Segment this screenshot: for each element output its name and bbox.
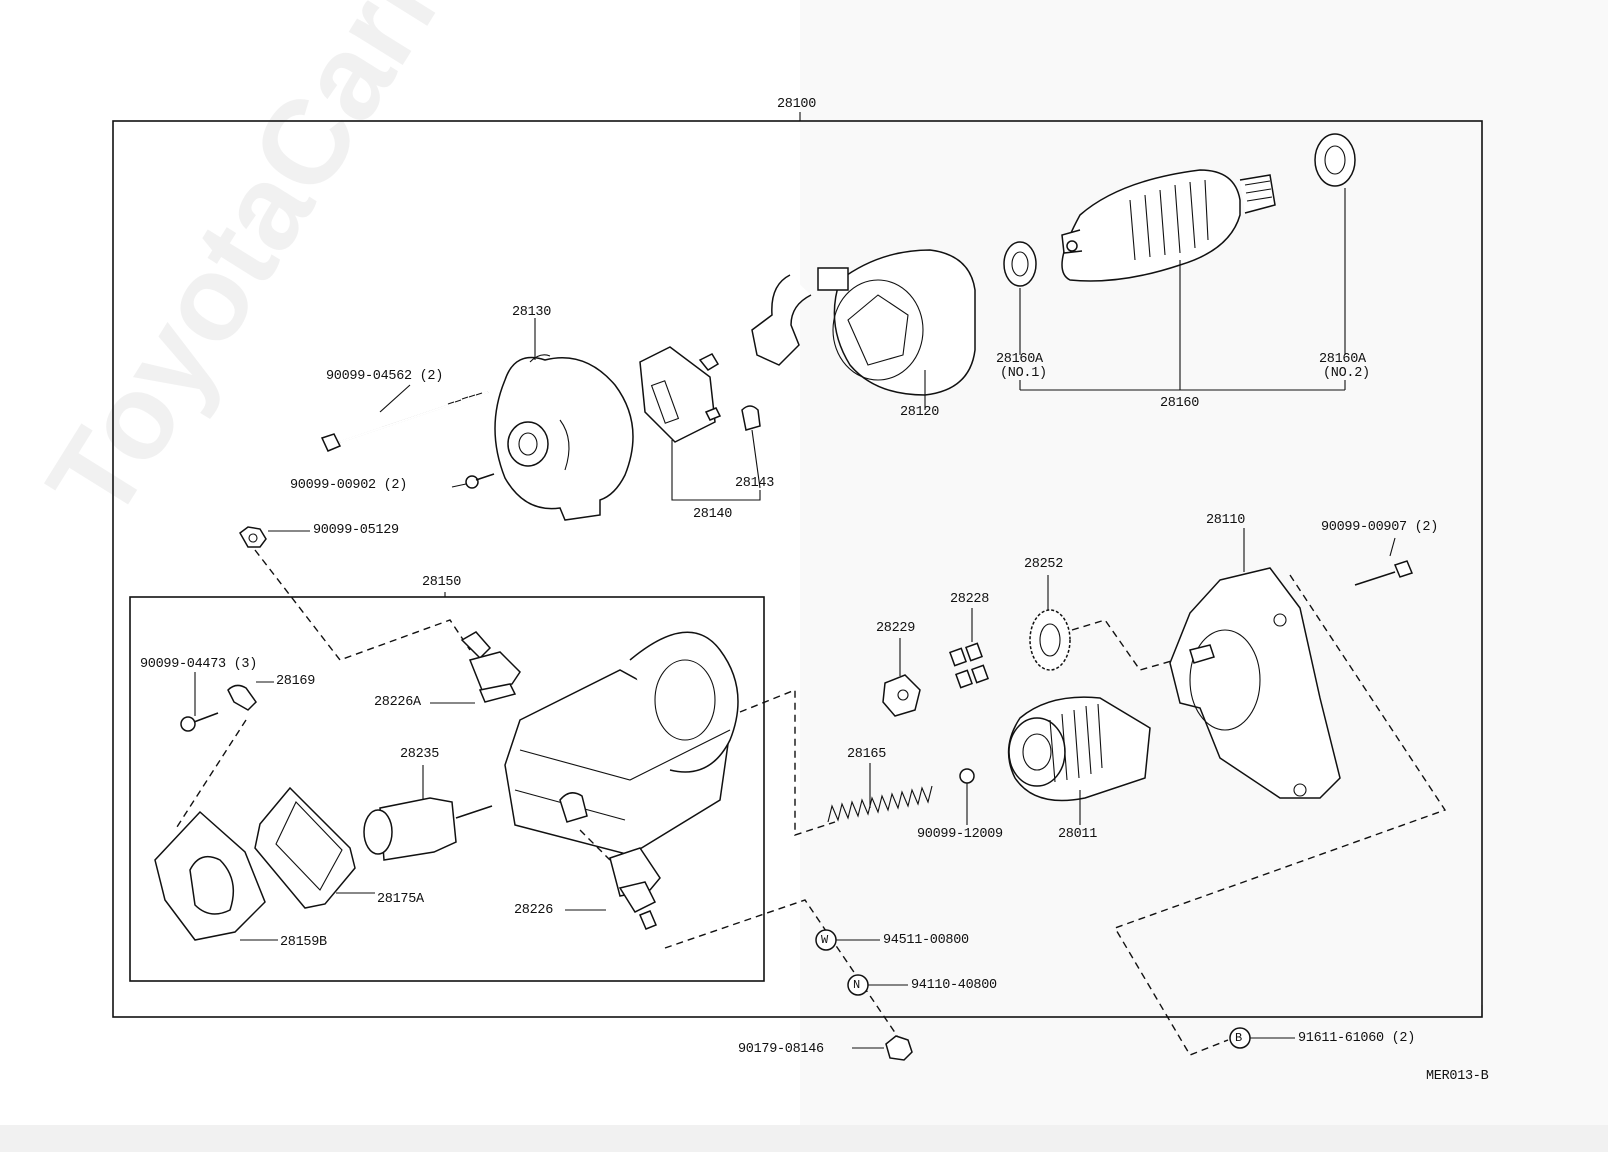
idler-gear	[1029, 609, 1071, 671]
label-90099-04473: 90099-04473 (3)	[140, 657, 258, 672]
label-28226A: 28226A	[374, 695, 421, 710]
label-28228: 28228	[950, 592, 990, 607]
starter-clutch	[1007, 696, 1151, 802]
terminal-28226A	[460, 631, 521, 703]
label-28160A-1-note: (NO.1)	[1000, 366, 1047, 381]
dash-housing-to-bolt	[1113, 574, 1447, 1056]
assembly-frame-28100	[112, 120, 1483, 1018]
terminal-28226	[609, 847, 661, 930]
leader-90099-00902	[451, 483, 467, 488]
label-28160A-1: 28160A	[996, 352, 1043, 367]
label-90099-12009: 90099-12009	[917, 827, 1003, 842]
bearing-no1	[1003, 241, 1037, 287]
brush-part	[741, 405, 761, 431]
label-28140: 28140	[693, 507, 733, 522]
label-90099-00902: 90099-00902 (2)	[290, 478, 408, 493]
starter-housing	[1169, 567, 1341, 799]
yoke-assembly	[751, 249, 976, 396]
label-90099-04562: 90099-04562 (2)	[326, 369, 444, 384]
dash-clamp-to-cover	[174, 719, 247, 831]
leader-90099-00907	[1389, 537, 1396, 557]
label-28160A-2: 28160A	[1319, 352, 1366, 367]
bottom-strip	[0, 1125, 1608, 1152]
label-28252: 28252	[1024, 557, 1064, 572]
dash-terminal-to-nut	[664, 899, 901, 1041]
label-90099-00907: 90099-00907 (2)	[1321, 520, 1439, 535]
gasket	[254, 786, 356, 909]
label-28235: 28235	[400, 747, 440, 762]
return-spring	[827, 785, 933, 823]
label-28175A: 28175A	[377, 892, 424, 907]
label-91611-61060: 91611-61060 (2)	[1298, 1031, 1416, 1046]
background-left	[0, 0, 800, 1125]
armature	[1061, 169, 1276, 282]
bolt-symbol-letter: B	[1235, 1031, 1242, 1045]
dash-gear-to-housing	[1071, 619, 1176, 671]
leader-28140	[671, 440, 761, 501]
label-90099-05129: 90099-05129	[313, 523, 399, 538]
commutator-end-frame	[494, 354, 634, 521]
retainer	[882, 674, 921, 717]
label-28165: 28165	[847, 747, 887, 762]
screw-part	[465, 473, 495, 489]
label-28143: 28143	[735, 476, 775, 491]
label-28229: 28229	[876, 621, 916, 636]
clamp-28169	[227, 684, 257, 711]
label-94110-40800: 94110-40800	[911, 978, 997, 993]
terminal-nut	[239, 526, 267, 548]
label-28226: 28226	[514, 903, 554, 918]
label-28130: 28130	[512, 305, 552, 320]
label-28160: 28160	[1160, 396, 1200, 411]
dash-nut-to-terminal	[254, 549, 471, 661]
housing-bolt	[1354, 560, 1414, 586]
label-28011: 28011	[1058, 827, 1098, 842]
through-bolt-part	[320, 391, 489, 452]
label-28100: 28100	[777, 97, 817, 112]
label-28120: 28120	[900, 405, 940, 420]
label-28159B: 28159B	[280, 935, 327, 950]
subassembly-frame-28150	[129, 596, 765, 982]
label-28169: 28169	[276, 674, 316, 689]
label-28110: 28110	[1206, 513, 1246, 528]
brush-holder	[639, 346, 722, 443]
label-28160A-2-note: (NO.2)	[1323, 366, 1370, 381]
leader-90099-04562	[379, 384, 411, 413]
label-90179-08146: 90179-08146	[738, 1042, 824, 1057]
washer-symbol-letter: W	[821, 933, 828, 947]
label-28150: 28150	[422, 575, 462, 590]
screw-04473	[180, 712, 219, 732]
leader-28143	[751, 429, 761, 489]
bearing-no2	[1314, 133, 1356, 187]
switch-cover	[154, 810, 266, 941]
dash-housing-to-spring	[739, 688, 836, 836]
diagram-code: MER013-B	[1426, 1069, 1489, 1084]
label-94511-00800: 94511-00800	[883, 933, 969, 948]
plunger	[363, 797, 493, 861]
magnetic-switch-housing	[504, 631, 739, 856]
nut-90179	[885, 1035, 913, 1061]
rollers	[949, 642, 989, 689]
nut-symbol-letter: N	[853, 978, 860, 992]
steel-ball	[959, 768, 975, 784]
